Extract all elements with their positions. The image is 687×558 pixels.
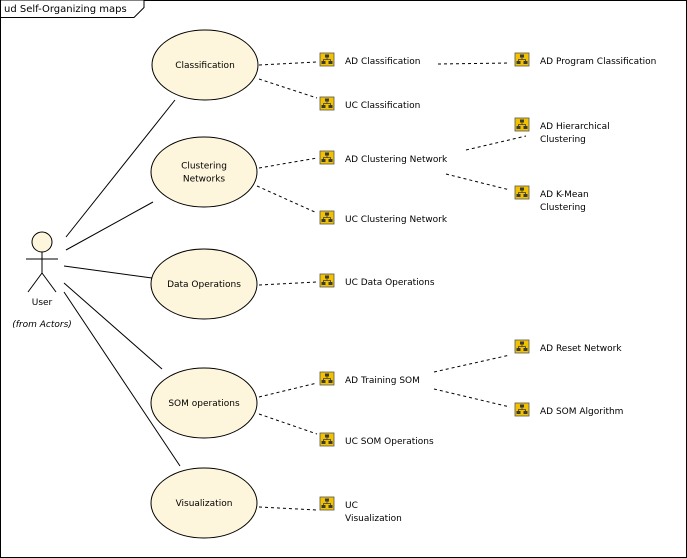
frame-title: ud Self-Organizing maps (4, 4, 127, 15)
package-element-icon (319, 96, 335, 111)
dependencies (256, 61, 527, 511)
element-label: Visualization (345, 514, 402, 524)
package-element-icon (514, 339, 530, 354)
element-label: UC Data Operations (345, 278, 435, 288)
frame-title-tab (0, 0, 145, 18)
use-case-ellipse (150, 467, 258, 539)
element-uc-data-operations[interactable]: UC Data Operations (319, 273, 435, 288)
package-element-icon (514, 185, 530, 200)
element-label: AD SOM Algorithm (540, 407, 623, 417)
package-element-icon (514, 117, 530, 132)
actor-name: User (32, 298, 53, 308)
element-label: UC SOM Operations (345, 437, 434, 447)
use-case-label: Clustering (181, 162, 227, 172)
actor-user[interactable] (26, 231, 58, 293)
package-element-icon (319, 496, 335, 511)
element-ad-reset-network[interactable]: AD Reset Network (514, 339, 622, 354)
use-case-som-operations[interactable]: SOM operations (150, 367, 258, 439)
element-label: AD Hierarchical (540, 122, 610, 132)
element-label: AD Program Classification (540, 57, 656, 67)
package-element-icon (514, 402, 530, 417)
use-case-ellipse (150, 367, 258, 439)
element-label: Clustering (540, 135, 586, 145)
use-case-label: Data Operations (167, 280, 241, 290)
element-ad-program-classification[interactable]: AD Program Classification (514, 52, 656, 67)
element-ad-classification[interactable]: AD Classification (319, 52, 421, 67)
element-label: AD K-Mean (540, 190, 589, 200)
package-element-icon (319, 150, 335, 165)
use-case-data-operations[interactable]: Data Operations (150, 248, 258, 320)
element-label: Clustering (540, 203, 586, 213)
element-uc-som-operations[interactable]: UC SOM Operations (319, 432, 434, 447)
package-element-icon (319, 210, 335, 225)
use-case-label: Classification (175, 61, 235, 71)
element-label: AD Training SOM (345, 376, 420, 386)
element-label: AD Reset Network (540, 344, 622, 354)
element-label: UC Classification (345, 101, 420, 111)
element-label: UC Clustering Network (345, 215, 448, 225)
element-label: AD Clustering Network (345, 155, 448, 165)
element-uc-visualization[interactable]: UC Visualization (319, 496, 402, 524)
use-case-ellipse (150, 248, 258, 320)
use-case-classification[interactable]: Classification (151, 29, 259, 101)
package-element-icon (319, 52, 335, 67)
element-ad-clustering-network[interactable]: AD Clustering Network (319, 150, 448, 165)
element-ad-som-algorithm[interactable]: AD SOM Algorithm (514, 402, 623, 417)
use-case-visualization[interactable]: Visualization (150, 467, 258, 539)
associations (63, 99, 181, 467)
package-element-icon (319, 371, 335, 386)
use-case-ellipse (151, 29, 259, 101)
element-uc-classification[interactable]: UC Classification (319, 96, 420, 111)
element-uc-clustering-network[interactable]: UC Clustering Network (319, 210, 448, 225)
use-case-label: Networks (183, 175, 226, 185)
element-ad-training-som[interactable]: AD Training SOM (319, 371, 420, 386)
actor-note: (from Actors) (12, 320, 72, 330)
package-element-icon (514, 52, 530, 67)
package-element-icon (319, 432, 335, 447)
actor-head (31, 231, 53, 253)
element-label: AD Classification (345, 57, 421, 67)
package-element-icon (319, 273, 335, 288)
use-case-label: Visualization (176, 499, 233, 509)
use-case-ellipse (150, 136, 258, 208)
use-case-label: SOM operations (168, 399, 240, 409)
element-label: UC (345, 501, 358, 511)
